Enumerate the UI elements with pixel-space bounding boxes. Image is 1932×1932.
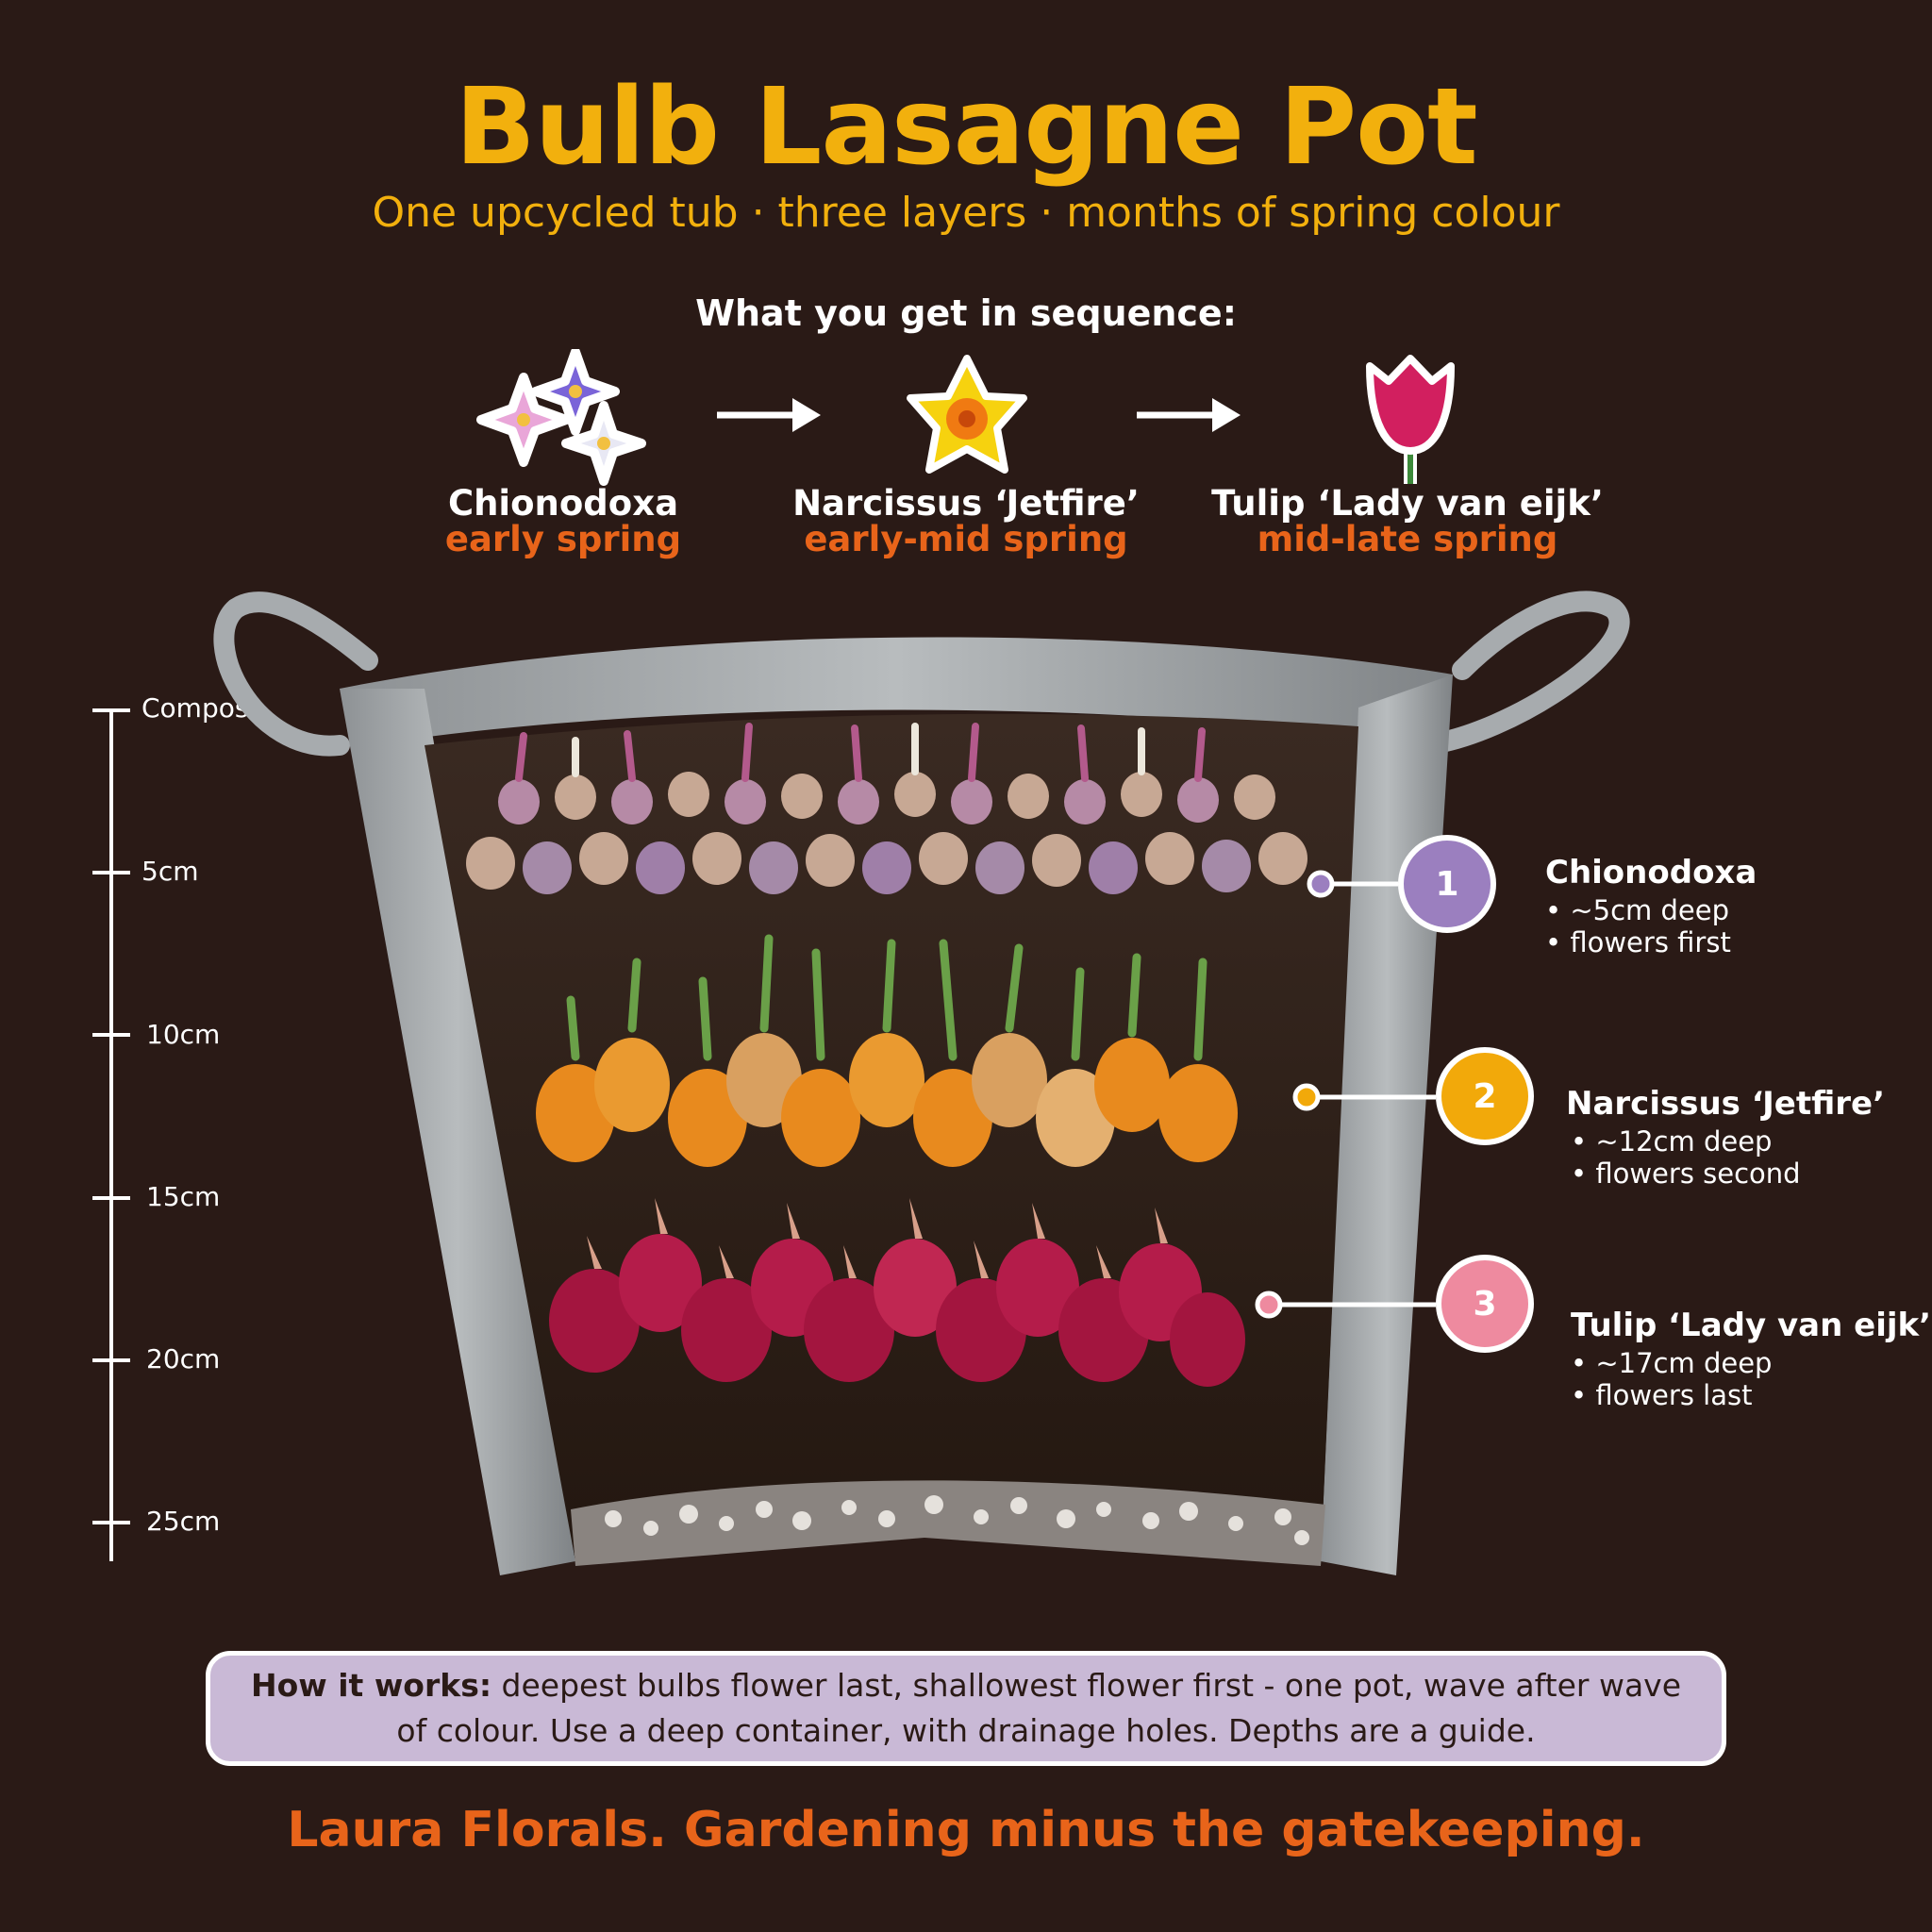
- ruler-label-25cm: 25cm: [146, 1506, 221, 1537]
- layer-bullet: • flowers second: [1571, 1158, 1801, 1190]
- page-subtitle: One upcycled tub · three layers · months…: [372, 189, 1560, 237]
- layer-bullet: • ~5cm deep: [1545, 894, 1729, 926]
- narcissus-bulb-layer: [536, 934, 1238, 1167]
- how-it-works-lead: How it works:: [250, 1667, 492, 1704]
- flower-name-chionodoxa: Chionodoxa: [447, 483, 679, 524]
- layer-badge-1: 1: [1398, 835, 1496, 933]
- flower-name-narcissus: Narcissus ‘Jetfire’: [792, 483, 1140, 524]
- page-title: Bulb Lasagne Pot: [455, 66, 1477, 189]
- narcissus-flower-icon: [907, 355, 1027, 474]
- layer-title-chionodoxa: Chionodoxa: [1545, 854, 1757, 891]
- flower-name-tulip: Tulip ‘Lady van eijk’: [1211, 483, 1604, 524]
- layer-bullet: • ~17cm deep: [1571, 1347, 1773, 1379]
- footer-tagline: Laura Florals. Gardening minus the gatek…: [287, 1802, 1645, 1858]
- tub-cross-section-illustration: [213, 591, 1630, 1575]
- tub-handle-left: [213, 591, 378, 757]
- tub-handle-right: [1414, 591, 1630, 756]
- flower-season-tulip: mid-late spring: [1257, 519, 1558, 559]
- ruler-label-20cm: 20cm: [146, 1343, 221, 1374]
- layer-badge-2: 2: [1436, 1047, 1534, 1145]
- arrow-right-icon: [1137, 398, 1241, 432]
- how-it-works-text: deepest bulbs flower last, shallowest fl…: [396, 1667, 1682, 1749]
- tulip-bulb-layer: [549, 1198, 1245, 1387]
- how-it-works-box: How it works: deepest bulbs flower last,…: [206, 1651, 1726, 1766]
- tub-wall-left: [340, 689, 575, 1575]
- flower-season-narcissus: early-mid spring: [804, 519, 1128, 559]
- layer-bullet: • flowers last: [1571, 1379, 1753, 1411]
- arrow-right-icon: [717, 398, 821, 432]
- layer-bullet: • flowers first: [1545, 926, 1731, 958]
- depth-ruler: [92, 708, 130, 1561]
- layer-bullet: • ~12cm deep: [1571, 1125, 1773, 1158]
- layer-title-narcissus: Narcissus ‘Jetfire’: [1566, 1085, 1886, 1123]
- sequence-heading: What you get in sequence:: [695, 292, 1237, 334]
- ruler-label-5cm: 5cm: [142, 856, 199, 887]
- layer-title-tulip: Tulip ‘Lady van eijk’: [1571, 1307, 1932, 1344]
- ruler-label-15cm: 15cm: [146, 1181, 221, 1212]
- drainage-grit-layer: [571, 1480, 1325, 1566]
- ruler-label-10cm: 10cm: [146, 1019, 221, 1050]
- flower-season-chionodoxa: early spring: [444, 519, 682, 559]
- chionodoxa-bulb-layer: [466, 723, 1307, 894]
- chionodoxa-flower-icon: [476, 349, 646, 486]
- layer-badge-3: 3: [1436, 1255, 1534, 1353]
- tulip-flower-icon: [1366, 355, 1455, 484]
